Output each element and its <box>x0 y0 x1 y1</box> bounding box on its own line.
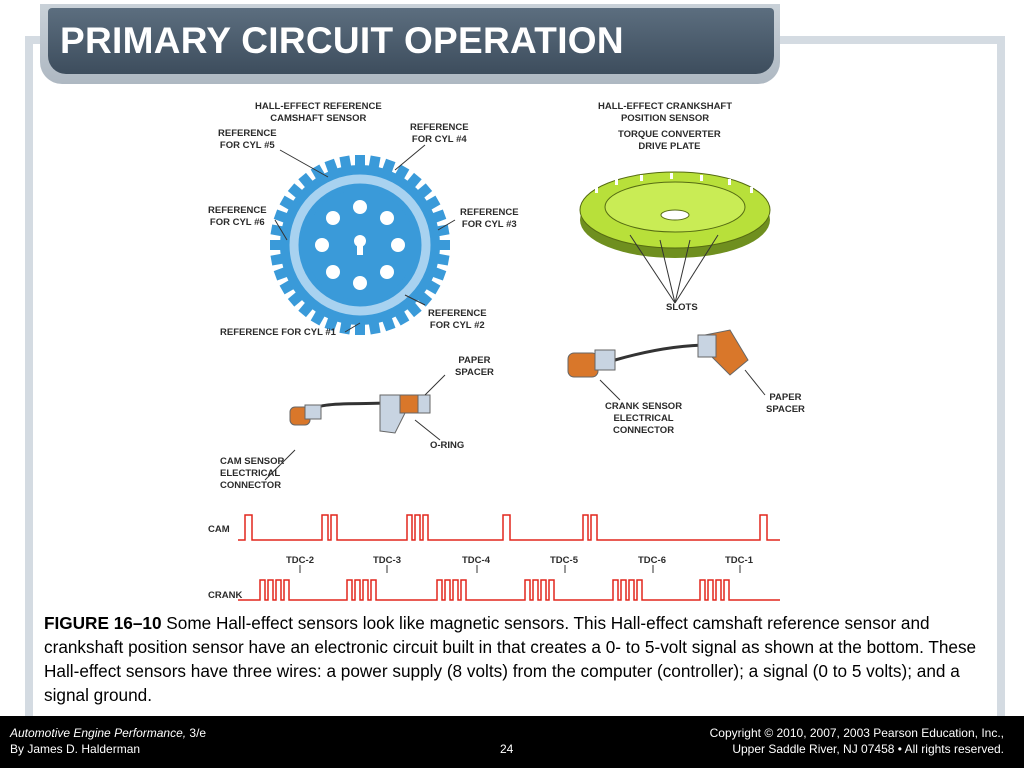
label-tdc-5: TDC-5 <box>550 555 578 566</box>
slide-title: PRIMARY CIRCUIT OPERATION <box>60 20 624 61</box>
label-crank-row: CRANK <box>208 590 243 601</box>
label-ref1: REFERENCE FOR CYL #1 <box>220 327 336 338</box>
figure-caption: FIGURE 16–10 Some Hall-effect sensors lo… <box>44 611 984 707</box>
caption-text: Some Hall-effect sensors look like magne… <box>44 613 977 705</box>
label-ref5: REFERENCE FOR CYL #5 <box>218 128 277 151</box>
label-ref6: REFERENCE FOR CYL #6 <box>208 205 267 228</box>
slide-frame-right <box>997 36 1005 716</box>
footer-book-title: Automotive Engine Performance, <box>10 726 187 740</box>
label-torque-converter: TORQUE CONVERTER DRIVE PLATE <box>618 129 721 152</box>
label-ref2: REFERENCE FOR CYL #2 <box>428 308 487 331</box>
label-slots: SLOTS <box>666 302 698 313</box>
label-ref4: REFERENCE FOR CYL #4 <box>410 122 469 145</box>
copyright-line-2: Upper Saddle River, NJ 07458 • All right… <box>732 742 1004 756</box>
label-tdc-2: TDC-2 <box>286 555 314 566</box>
label-tdc-4: TDC-4 <box>462 555 490 566</box>
footer-bar: Automotive Engine Performance, 3/e By Ja… <box>0 716 1024 768</box>
footer-book: Automotive Engine Performance, 3/e <box>10 726 206 740</box>
label-paper-spacer-left: PAPER SPACER <box>455 355 494 378</box>
cam-waveform <box>238 514 780 541</box>
cam-sensor <box>289 394 431 434</box>
label-tdc-3: TDC-3 <box>373 555 401 566</box>
torque-converter-plate <box>579 171 771 304</box>
label-o-ring: O-RING <box>430 440 465 451</box>
label-tdc-1: TDC-1 <box>725 555 753 566</box>
crank-waveform <box>238 579 780 601</box>
label-tdc-6: TDC-6 <box>638 555 666 566</box>
label-cam-title: HALL-EFFECT REFERENCE CAMSHAFT SENSOR <box>255 101 382 124</box>
label-crank-title: HALL-EFFECT CRANKSHAFT POSITION SENSOR <box>598 101 733 124</box>
crank-sensor <box>567 329 749 378</box>
figure-drawing <box>238 144 780 601</box>
label-ref3: REFERENCE FOR CYL #3 <box>460 207 519 230</box>
caption-figure-number: FIGURE 16–10 <box>44 613 162 633</box>
slide-frame-left <box>25 36 33 716</box>
label-paper-spacer-right: PAPER SPACER <box>766 392 805 415</box>
label-cam-connector: CAM SENSOR ELECTRICAL CONNECTOR <box>220 456 285 491</box>
copyright-line-1: Copyright © 2010, 2007, 2003 Pearson Edu… <box>709 726 1004 740</box>
label-cam-row: CAM <box>208 524 230 535</box>
label-crank-connector: CRANK SENSOR ELECTRICAL CONNECTOR <box>605 401 683 436</box>
page-number: 24 <box>500 742 514 756</box>
footer-edition: 3/e <box>186 726 207 740</box>
camshaft-gear <box>270 155 450 335</box>
title-inner <box>48 8 774 74</box>
footer-author: By James D. Halderman <box>10 742 141 756</box>
figure-illustration: HALL-EFFECT REFERENCE CAMSHAFT SENSOR RE… <box>200 95 820 610</box>
